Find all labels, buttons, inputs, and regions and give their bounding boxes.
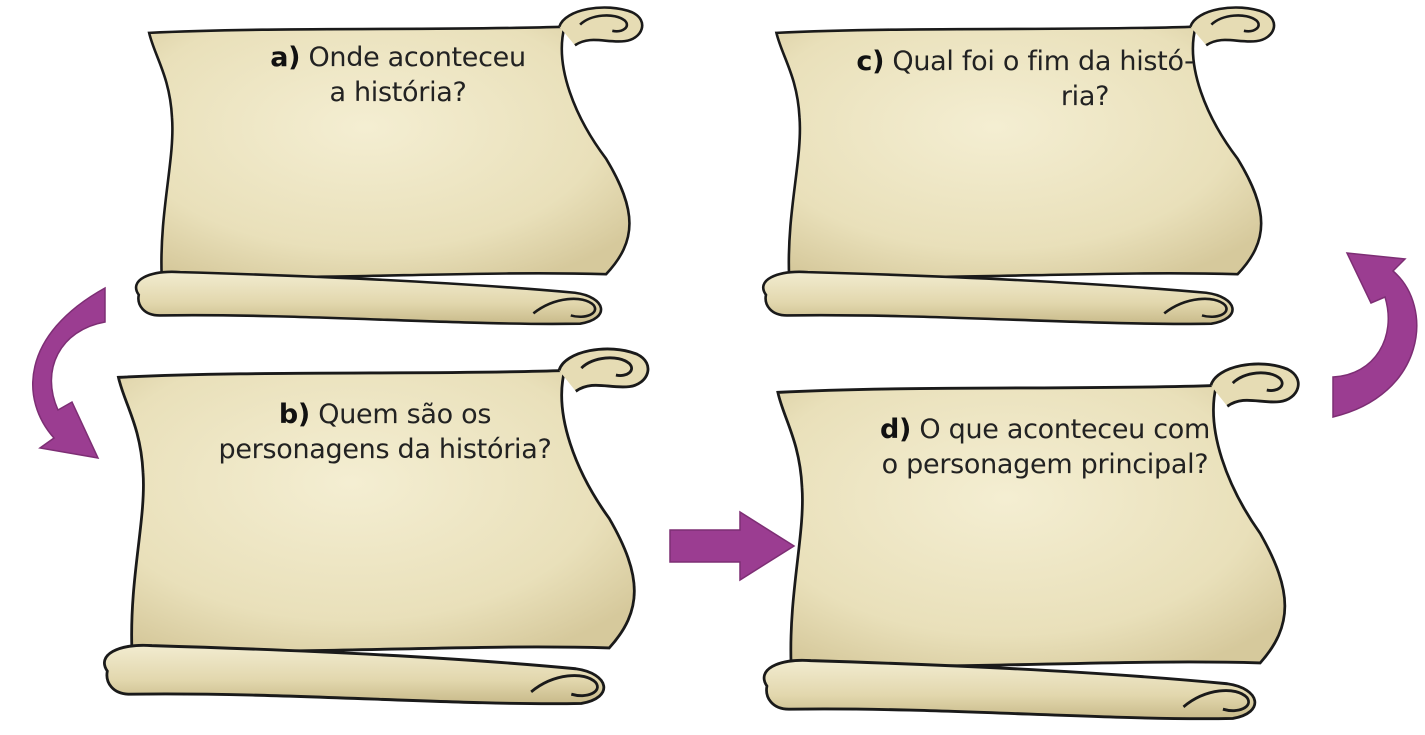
question-d: d) O que aconteceu com o personagem prin…: [855, 412, 1235, 482]
question-line-2: a história?: [329, 77, 467, 108]
question-a: a) Onde aconteceu a história?: [228, 40, 568, 110]
question-line-2: personagens da história?: [218, 434, 552, 465]
question-letter: c): [856, 46, 885, 77]
scroll-a: a) Onde aconteceu a história?: [118, 4, 658, 334]
question-line-1: Onde aconteceu: [308, 42, 526, 73]
arrow-a-to-b: [0, 280, 115, 480]
question-letter: a): [270, 42, 301, 73]
arrow-right-icon: [669, 510, 796, 582]
scroll-b: b) Quem são os personagens da história?: [85, 345, 665, 715]
arrow-d-to-c: [1325, 225, 1425, 425]
curved-arrow-up-icon: [1332, 252, 1418, 418]
scroll-d: d) O que aconteceu com o personagem prin…: [745, 360, 1315, 730]
curved-arrow-down-icon: [32, 286, 106, 459]
question-b: b) Quem são os personagens da história?: [185, 397, 585, 467]
question-c: c) Qual foi o fim da histó- ria?: [845, 44, 1205, 114]
question-line-2: ria?: [1060, 81, 1110, 112]
question-letter: d): [880, 414, 912, 445]
question-line-1: O que aconteceu com: [919, 414, 1210, 445]
question-letter: b): [278, 399, 310, 430]
question-line-1: Qual foi o fim da histó-: [892, 46, 1194, 77]
question-line-2: o personagem principal?: [881, 449, 1209, 480]
question-line-1: Quem são os: [318, 399, 492, 430]
arrow-b-to-d: [668, 510, 798, 585]
scroll-c: c) Qual foi o fim da histó- ria?: [745, 4, 1290, 334]
